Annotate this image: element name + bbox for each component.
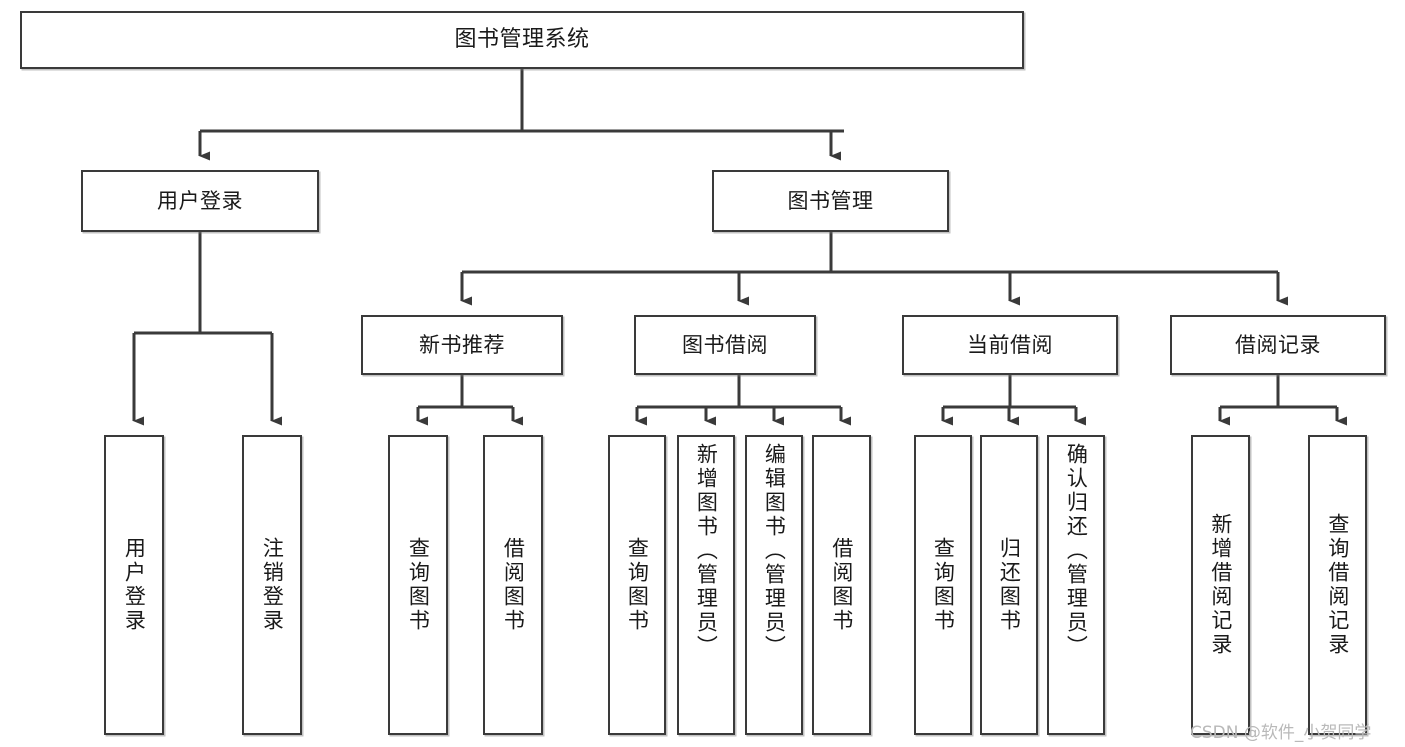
- node-leaf-return-book[interactable]: 归还图书: [980, 435, 1038, 735]
- node-leaf-borrow-book-2-label: 借阅图书: [829, 537, 854, 633]
- node-user-login[interactable]: 用户登录: [81, 170, 319, 232]
- node-root[interactable]: 图书管理系统: [20, 11, 1024, 69]
- node-new-book-recommend[interactable]: 新书推荐: [361, 315, 563, 375]
- node-leaf-query-book-2-label: 查询图书: [625, 537, 650, 633]
- node-new-book-recommend-label: 新书推荐: [419, 332, 505, 357]
- node-leaf-borrow-book-2[interactable]: 借阅图书: [812, 435, 871, 735]
- node-leaf-edit-book-label: 编辑图书（管理员）: [762, 443, 787, 659]
- node-leaf-query-book-1-label: 查询图书: [406, 537, 431, 633]
- node-leaf-borrow-book-1[interactable]: 借阅图书: [483, 435, 543, 735]
- node-leaf-user-login-label: 用户登录: [122, 537, 147, 633]
- node-leaf-query-book-3[interactable]: 查询图书: [914, 435, 972, 735]
- node-leaf-add-borrow-record[interactable]: 新增借阅记录: [1191, 435, 1250, 735]
- csdn-watermark: CSDN @软件_小贺同学: [1190, 723, 1372, 743]
- node-leaf-query-book-2[interactable]: 查询图书: [608, 435, 666, 735]
- node-leaf-user-logout-label: 注销登录: [260, 537, 285, 633]
- node-leaf-add-book[interactable]: 新增图书（管理员）: [677, 435, 735, 735]
- node-leaf-borrow-book-1-label: 借阅图书: [501, 537, 526, 633]
- node-leaf-user-logout[interactable]: 注销登录: [242, 435, 302, 735]
- node-borrow-record-label: 借阅记录: [1235, 332, 1321, 357]
- node-borrow-record[interactable]: 借阅记录: [1170, 315, 1386, 375]
- node-leaf-user-login[interactable]: 用户登录: [104, 435, 164, 735]
- node-leaf-return-book-label: 归还图书: [997, 537, 1022, 633]
- node-current-borrow[interactable]: 当前借阅: [902, 315, 1118, 375]
- node-leaf-edit-book[interactable]: 编辑图书（管理员）: [745, 435, 803, 735]
- node-book-borrow-label: 图书借阅: [682, 332, 768, 357]
- node-leaf-add-book-label: 新增图书（管理员）: [694, 443, 719, 659]
- node-book-manage-label: 图书管理: [787, 188, 874, 213]
- node-leaf-query-book-3-label: 查询图书: [931, 537, 956, 633]
- node-leaf-add-borrow-record-label: 新增借阅记录: [1208, 513, 1233, 657]
- node-book-borrow[interactable]: 图书借阅: [634, 315, 816, 375]
- node-current-borrow-label: 当前借阅: [967, 332, 1053, 357]
- node-root-label: 图书管理系统: [454, 27, 590, 53]
- node-leaf-query-borrow-record-label: 查询借阅记录: [1325, 513, 1350, 657]
- node-book-manage[interactable]: 图书管理: [712, 170, 949, 232]
- node-leaf-confirm-return-label: 确认归还（管理员）: [1064, 443, 1089, 659]
- node-leaf-confirm-return[interactable]: 确认归还（管理员）: [1047, 435, 1105, 735]
- node-leaf-query-borrow-record[interactable]: 查询借阅记录: [1308, 435, 1367, 735]
- node-leaf-query-book-1[interactable]: 查询图书: [388, 435, 448, 735]
- node-user-login-label: 用户登录: [157, 188, 243, 213]
